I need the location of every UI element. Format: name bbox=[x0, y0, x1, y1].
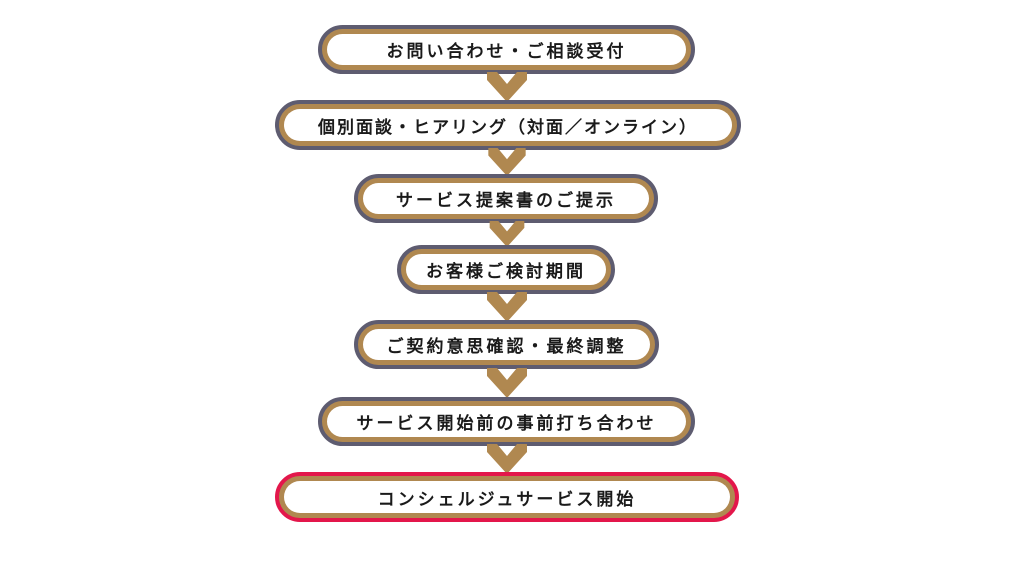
arrow-down-icon bbox=[489, 221, 525, 247]
step-4: お客様ご検討期間 bbox=[397, 245, 615, 294]
step-6: サービス開始前の事前打ち合わせ bbox=[318, 397, 695, 446]
step-label: サービス開始前の事前打ち合わせ bbox=[327, 406, 686, 437]
step-label: 個別面談・ヒアリング（対面／オンライン） bbox=[284, 109, 732, 141]
step-7-final: コンシェルジュサービス開始 bbox=[275, 472, 739, 522]
step-3: サービス提案書のご提示 bbox=[354, 174, 658, 223]
arrow-down-icon bbox=[488, 148, 526, 176]
arrow-down-icon bbox=[487, 292, 527, 322]
arrow-down-icon bbox=[487, 72, 527, 102]
step-label: ご契約意思確認・最終調整 bbox=[363, 329, 650, 360]
step-label: コンシェルジュサービス開始 bbox=[284, 481, 730, 513]
arrow-down-icon bbox=[487, 368, 527, 398]
step-2: 個別面談・ヒアリング（対面／オンライン） bbox=[275, 100, 741, 150]
step-label: サービス提案書のご提示 bbox=[363, 183, 649, 214]
step-5: ご契約意思確認・最終調整 bbox=[354, 320, 659, 369]
step-1: お問い合わせ・ご相談受付 bbox=[318, 25, 695, 74]
step-label: お客様ご検討期間 bbox=[406, 254, 606, 285]
arrow-down-icon bbox=[487, 444, 527, 474]
step-label: お問い合わせ・ご相談受付 bbox=[327, 34, 686, 65]
